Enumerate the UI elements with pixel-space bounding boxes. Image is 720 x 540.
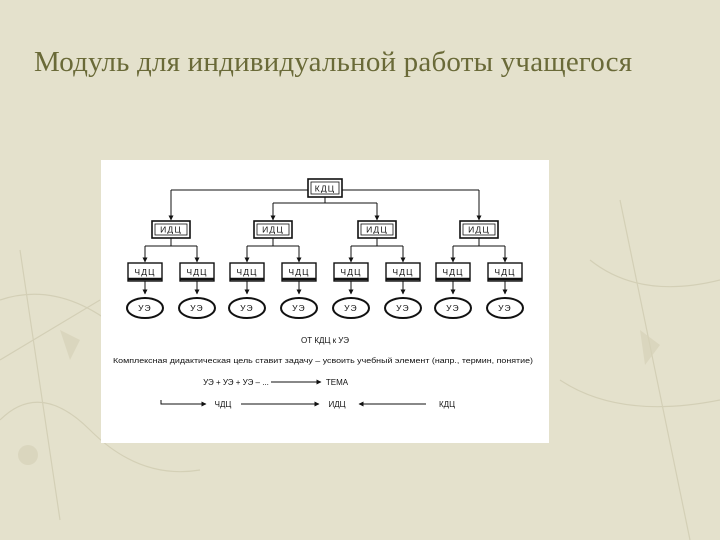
level4-label: УЭ — [344, 303, 358, 313]
level3-label: ЧДЦ — [442, 267, 463, 277]
bottom-label-left: ЧДЦ — [215, 400, 232, 409]
level4-label: УЭ — [498, 303, 512, 313]
slide-title: Модуль для индивидуальной работы учащего… — [34, 46, 633, 78]
level4-node: УЭ — [126, 297, 164, 319]
level3-label: ЧДЦ — [236, 267, 257, 277]
root-label: КДЦ — [315, 184, 336, 194]
root-node: КДЦ — [307, 178, 343, 198]
formula-right: ТЕМА — [326, 378, 349, 387]
description-text: Комплексная дидактическая цель ставит за… — [113, 356, 534, 365]
level3-node: ЧДЦ — [385, 262, 421, 282]
level3-node: ЧДЦ — [435, 262, 471, 282]
branch-group-1 — [142, 238, 200, 263]
level4-label: УЭ — [396, 303, 410, 313]
level3-node: ЧДЦ — [333, 262, 369, 282]
level4-label: УЭ — [138, 303, 152, 313]
level3-label: ЧДЦ — [186, 267, 207, 277]
hierarchy-diagram: КДЦ ИДЦ ИДЦ ИДЦ ИДЦ ЧДЦ — [113, 178, 534, 409]
level3-label: ЧДЦ — [340, 267, 361, 277]
level2-node: ИДЦ — [459, 220, 499, 239]
level2-label: ИДЦ — [468, 225, 490, 235]
flow-caption: ОТ КДЦ к УЭ — [301, 336, 349, 345]
level4-node: УЭ — [384, 297, 422, 319]
formula-left: УЭ + УЭ + УЭ – ... — [203, 378, 269, 387]
level3-label: ЧДЦ — [288, 267, 309, 277]
level2-label: ИДЦ — [262, 225, 284, 235]
level4-node: УЭ — [280, 297, 318, 319]
level4-label: УЭ — [446, 303, 460, 313]
bottom-flow-arrows — [160, 400, 426, 407]
bottom-label-right: КДЦ — [439, 400, 455, 409]
level4-label: УЭ — [190, 303, 204, 313]
level3-label: ЧДЦ — [494, 267, 515, 277]
level2-node: ИДЦ — [151, 220, 191, 239]
level3-node: ЧДЦ — [179, 262, 215, 282]
bottom-label-mid: ИДЦ — [328, 400, 345, 409]
level4-node: УЭ — [434, 297, 472, 319]
level4-node: УЭ — [228, 297, 266, 319]
level4-node: УЭ — [486, 297, 524, 319]
level3-node: ЧДЦ — [127, 262, 163, 282]
level2-label: ИДЦ — [160, 225, 182, 235]
level4-label: УЭ — [240, 303, 254, 313]
branch-group-3 — [348, 238, 406, 263]
level4-label: УЭ — [292, 303, 306, 313]
level2-node: ИДЦ — [253, 220, 293, 239]
level3-label: ЧДЦ — [134, 267, 155, 277]
level3-label: ЧДЦ — [392, 267, 413, 277]
branch-group-4 — [450, 238, 508, 263]
level4-node: УЭ — [178, 297, 216, 319]
level2-label: ИДЦ — [366, 225, 388, 235]
level4-node: УЭ — [332, 297, 370, 319]
branch-group-2 — [244, 238, 302, 263]
level2-node: ИДЦ — [357, 220, 397, 239]
diagram-panel: КДЦ ИДЦ ИДЦ ИДЦ ИДЦ ЧДЦ — [101, 160, 549, 443]
level3-node: ЧДЦ — [229, 262, 265, 282]
level3-node: ЧДЦ — [281, 262, 317, 282]
leaf-connectors — [142, 281, 508, 295]
level3-node: ЧДЦ — [487, 262, 523, 282]
